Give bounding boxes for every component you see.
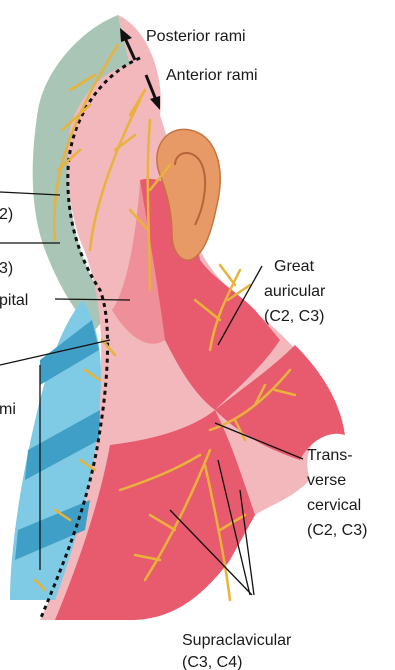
cut-label-4: mi [0, 401, 16, 418]
posterior-rami-label: Posterior rami [146, 28, 246, 45]
cut-label-1: 2) [0, 206, 13, 223]
cut-label-2: 3) [0, 260, 13, 277]
supraclavicular-label: Supraclavicular (C3, C4) [182, 632, 296, 670]
cut-label-3: pital [0, 292, 28, 309]
transverse-cervical-label: Trans- verse cervical (C2, C3) [307, 447, 367, 539]
great-auricular-label: Great auricular (C2, C3) [264, 258, 330, 325]
anterior-rami-label: Anterior rami [166, 67, 258, 84]
